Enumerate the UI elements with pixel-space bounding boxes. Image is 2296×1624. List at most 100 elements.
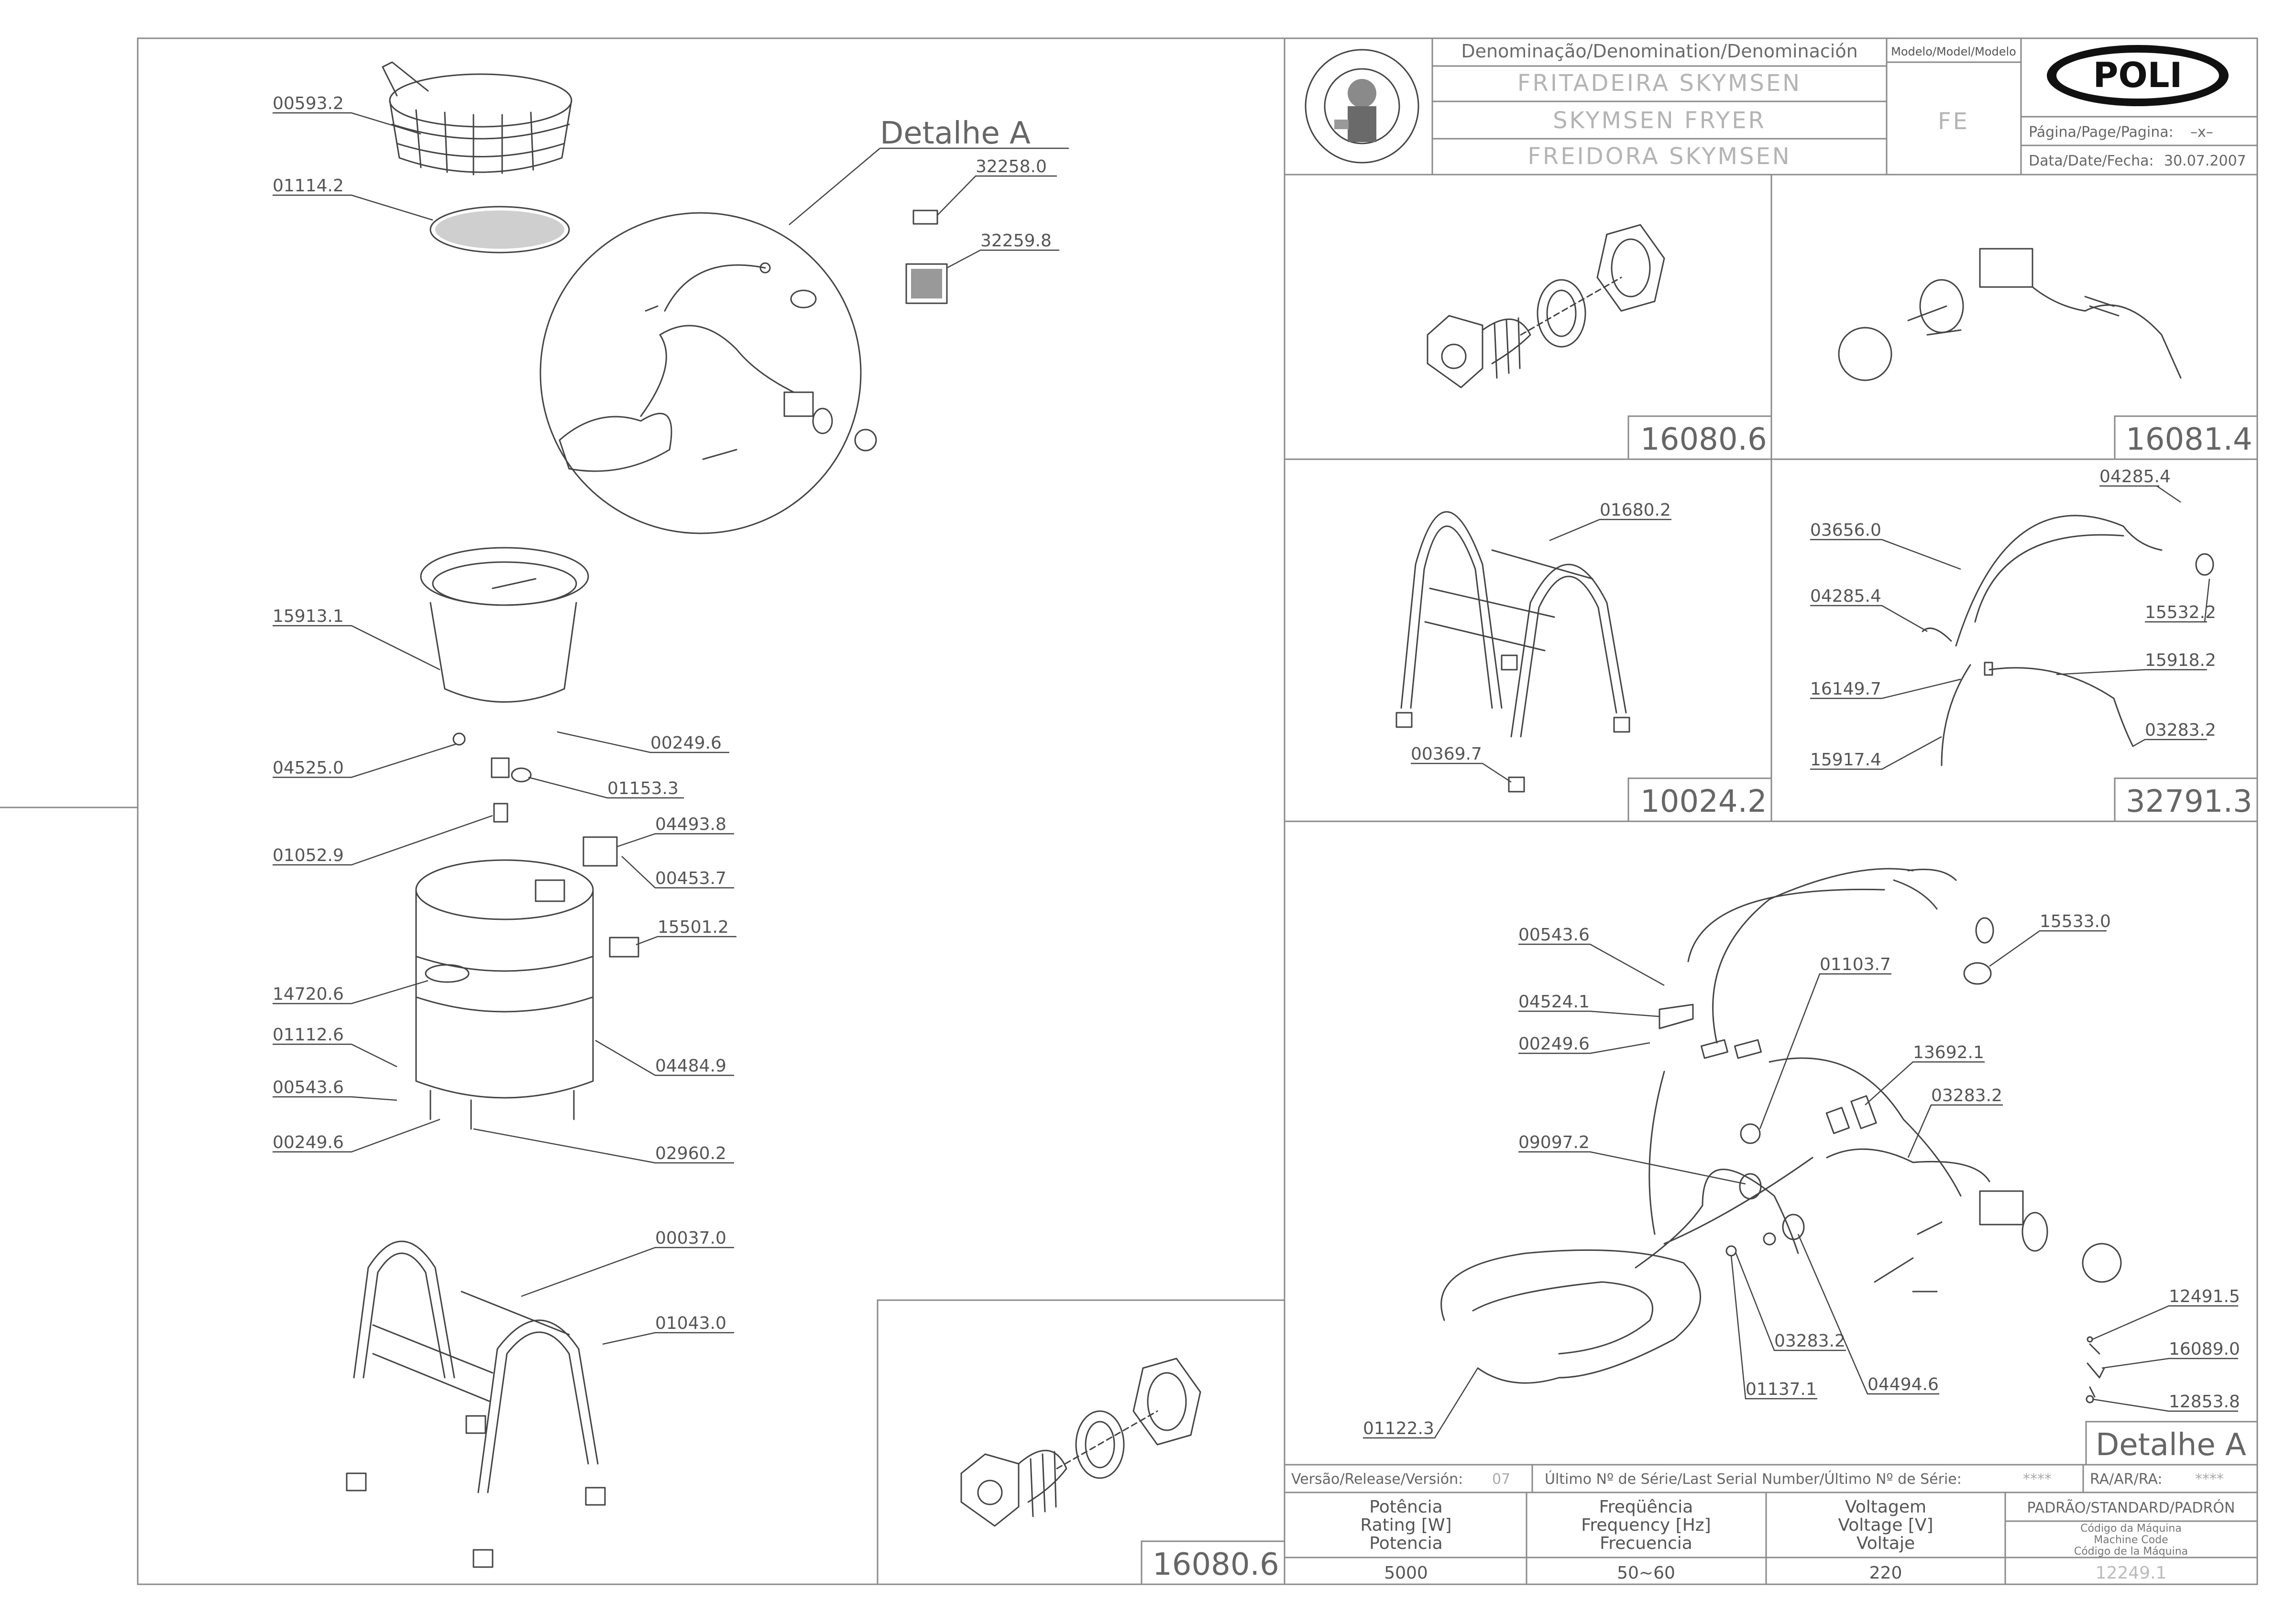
- callout-32258-0: 32258.0: [976, 157, 1047, 177]
- callout-15533-0: 15533.0: [2040, 912, 2111, 931]
- freq-label-es: Frecuencia: [1600, 1534, 1692, 1553]
- serial-value: ****: [2023, 1471, 2052, 1488]
- kit-16081-4: 16081.4: [1838, 248, 2258, 460]
- callout-15917-4: 15917.4: [1810, 750, 1881, 770]
- kit-code-10024-2: 10024.2: [1640, 784, 1767, 819]
- callout-04524-1: 04524.1: [1518, 992, 1590, 1012]
- ra-value: ****: [2195, 1471, 2224, 1488]
- basket-screen: [429, 206, 570, 254]
- callout-01052-9: 01052.9: [273, 846, 344, 865]
- name-es: FREIDORA SKYMSEN: [1527, 143, 1791, 170]
- callout-04493-8: 04493.8: [655, 815, 726, 834]
- callout-00249-6-b: 00249.6: [273, 1133, 344, 1152]
- callout-02960-2: 02960.2: [655, 1144, 726, 1163]
- fittings: [452, 732, 639, 958]
- title-block: Denominação/Denomination/Denominación FR…: [1305, 41, 2246, 170]
- callout-00593-2: 00593.2: [273, 94, 344, 113]
- volt-value: 220: [1869, 1563, 1902, 1583]
- name-en: SKYMSEN FRYER: [1553, 107, 1766, 134]
- standard-label: PADRÃO/STANDARD/PADRÓN: [2027, 1499, 2235, 1516]
- authorized-service-seal: [1305, 49, 1419, 164]
- detail-a-circle: [539, 147, 1069, 534]
- freq-label-en: Frequency [Hz]: [1581, 1515, 1711, 1535]
- callout-32259-8: 32259.8: [980, 231, 1052, 251]
- callout-04484-9: 04484.9: [655, 1056, 726, 1076]
- freq-value: 50~60: [1617, 1563, 1675, 1583]
- callout-12491-5: 12491.5: [2169, 1287, 2240, 1306]
- callout-15918-2: 15918.2: [2145, 651, 2216, 670]
- callout-14720-6: 14720.6: [273, 984, 344, 1004]
- detail-a-box-title: Detalhe A: [2096, 1427, 2246, 1463]
- freq-label-pt: Freqüência: [1599, 1497, 1693, 1517]
- callout-03283-2-d: 03283.2: [1931, 1086, 2002, 1105]
- oil-tank: [420, 547, 589, 703]
- model-label: Modelo/Model/Modelo: [1891, 45, 2016, 58]
- callout-00453-7: 00453.7: [655, 869, 726, 888]
- power-value: 5000: [1384, 1563, 1428, 1583]
- poli-logo: POLI: [2047, 45, 2229, 106]
- kit-code-16081-4: 16081.4: [2126, 422, 2252, 457]
- main-callouts: 00593.2 01114.2 15913.1 00249.6 04525.0 …: [273, 94, 1059, 1345]
- callout-03656-0: 03656.0: [1810, 520, 1881, 540]
- version-label: Versão/Release/Versión:: [1291, 1471, 1463, 1488]
- callout-04285-4: 04285.4: [2099, 467, 2171, 486]
- cabinet: [415, 859, 594, 1130]
- callout-01043-0: 01043.0: [655, 1314, 726, 1333]
- main-exploded-view: [346, 61, 1069, 1568]
- ra-label: RA/AR/RA:: [2090, 1471, 2162, 1488]
- power-label-es: Potencia: [1369, 1534, 1442, 1553]
- detail-a-title: Detalhe A: [880, 116, 1031, 151]
- date-value: 30.07.2007: [2164, 153, 2246, 169]
- callout-16149-7: 16149.7: [1810, 679, 1881, 699]
- code-label-es: Código de la Máquina: [2074, 1546, 2188, 1558]
- code-label-en: Machine Code: [2094, 1534, 2168, 1546]
- callout-00543-6: 00543.6: [273, 1078, 344, 1097]
- callout-01153-3: 01153.3: [607, 779, 679, 798]
- callout-00249-6-d: 00249.6: [1518, 1034, 1590, 1054]
- brand-name: POLI: [2093, 55, 2183, 95]
- callout-16089-0: 16089.0: [2169, 1339, 2240, 1359]
- callout-01114-2: 01114.2: [273, 176, 344, 196]
- callout-00369-7: 00369.7: [1411, 744, 1482, 764]
- callout-01103-7: 01103.7: [1820, 955, 1891, 974]
- denomination-label: Denominação/Denomination/Denominación: [1461, 41, 1857, 62]
- kit-32791-3: 04285.4 03656.0 04285.4 15532.2 15918.2 …: [1810, 467, 2258, 822]
- callout-09097-2: 09097.2: [1518, 1133, 1590, 1152]
- code-label-pt: Código da Máquina: [2080, 1523, 2182, 1535]
- footer-block: Versão/Release/Versión: 07 Último Nº de …: [1291, 1470, 2235, 1583]
- callout-01122-3: 01122.3: [1363, 1419, 1434, 1438]
- callout-01137-1: 01137.1: [1746, 1380, 1817, 1399]
- page-value: –x–: [2190, 124, 2213, 141]
- stand: [346, 1240, 606, 1568]
- fry-basket: [382, 61, 572, 176]
- callout-13692-1: 13692.1: [1913, 1043, 1984, 1062]
- callout-00543-6-d: 00543.6: [1518, 925, 1590, 945]
- callout-01680-2: 01680.2: [1600, 500, 1671, 520]
- kit-code-16080-6: 16080.6: [1640, 422, 1767, 457]
- kit-10024-2: 01680.2 00369.7 10024.2: [1395, 500, 1772, 822]
- volt-label-en: Voltage [V]: [1838, 1515, 1933, 1535]
- callout-15501-2: 15501.2: [658, 917, 729, 937]
- detail-a-view: [1440, 868, 2122, 1403]
- kit-16080-6-bottom: 16080.6: [960, 1358, 1285, 1585]
- kit-code-32791-3: 32791.3: [2126, 784, 2252, 819]
- detail-a-callouts: 00543.6 15533.0 04524.1 01103.7 00249.6 …: [1363, 912, 2258, 1466]
- volt-label-pt: Voltagem: [1845, 1497, 1926, 1517]
- power-label-pt: Potência: [1369, 1497, 1442, 1517]
- callout-03283-2-e: 03283.2: [1774, 1331, 1846, 1351]
- kit-code-16080-6-b: 16080.6: [1153, 1547, 1279, 1582]
- kit-16080-6-top: 16080.6: [1427, 224, 1772, 460]
- callout-01112-6: 01112.6: [273, 1025, 344, 1045]
- callout-04285-4-b: 04285.4: [1810, 586, 1881, 606]
- page-label: Página/Page/Pagina:: [2029, 124, 2174, 141]
- callout-00249-6: 00249.6: [650, 733, 722, 753]
- callout-03283-2: 03283.2: [2145, 720, 2216, 740]
- serial-label: Último Nº de Série/Last Serial Number/Úl…: [1545, 1470, 1962, 1488]
- detail-a-labels: [905, 210, 948, 304]
- model-value: FE: [1938, 108, 1969, 135]
- callout-15532-2: 15532.2: [2145, 603, 2216, 622]
- callout-00037-0: 00037.0: [655, 1228, 726, 1248]
- frames: [0, 37, 2258, 1585]
- callout-04494-6: 04494.6: [1868, 1375, 1939, 1394]
